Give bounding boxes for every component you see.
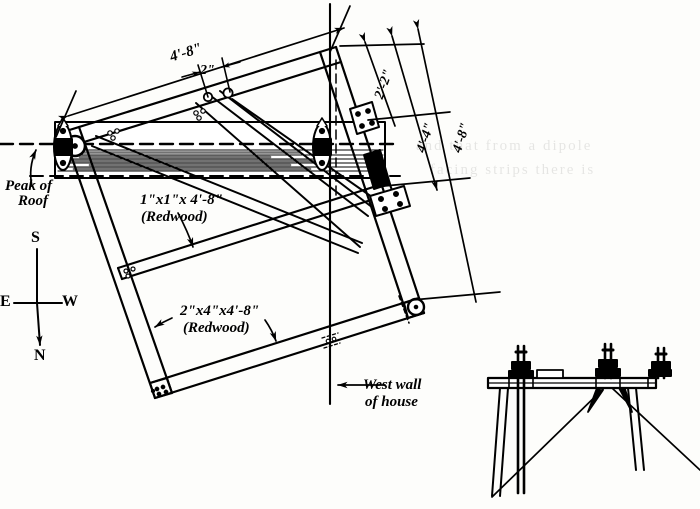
diagonal-brace-long — [91, 135, 363, 254]
mount-plate-upper — [349, 101, 380, 135]
bleed-through-text-1: and that from a dipole — [416, 138, 593, 154]
compass-label-east: E — [0, 293, 11, 310]
lower-right-pivot — [406, 297, 426, 317]
wall-cross-bolts — [325, 336, 337, 344]
west-wall-label-line1: West wall — [363, 377, 422, 393]
brace-bolts-left — [123, 266, 136, 279]
compass-rose — [13, 248, 63, 346]
hinge-strap-left — [53, 117, 73, 171]
dim-label-small-offset: 2" — [200, 63, 215, 78]
peak-of-roof-label-line1: Peak of — [5, 178, 53, 194]
member-1x1-label-line2: (Redwood) — [141, 209, 208, 225]
dim-top-4ft8 — [55, 5, 351, 138]
inset-mast-center — [595, 342, 621, 380]
hinge-strap-right — [312, 117, 332, 171]
corner-bolts-lower-left — [150, 384, 169, 397]
dim-2in — [181, 57, 241, 98]
bleed-through-text-2: facing strips there is — [430, 162, 596, 178]
diagonal-brace-inner — [195, 102, 361, 248]
bolt-cluster-mid — [193, 108, 206, 121]
peak-of-roof-label-line2: Roof — [18, 193, 48, 209]
wall-cross-marks — [321, 332, 341, 349]
bolt-cluster-band — [107, 128, 120, 141]
mount-plate-bottom — [369, 185, 411, 217]
inset-mast-right — [648, 346, 672, 380]
compass-label-north: N — [34, 347, 46, 364]
member-2x4-label-line2: (Redwood) — [183, 320, 250, 336]
west-wall-label-line2: of house — [365, 394, 418, 410]
compass-label-south: S — [31, 229, 40, 246]
mount-plate-lower — [363, 149, 391, 190]
member-1x1-label-line1: 1"x1"x 4'-8" — [140, 192, 223, 208]
inset-elevation — [486, 342, 700, 498]
dim-right-group — [339, 19, 501, 303]
compass-label-west: W — [62, 293, 78, 310]
inset-mast-left — [508, 344, 534, 495]
member-2x4-label-line1: 2"x4"x4'-8" — [180, 303, 260, 319]
